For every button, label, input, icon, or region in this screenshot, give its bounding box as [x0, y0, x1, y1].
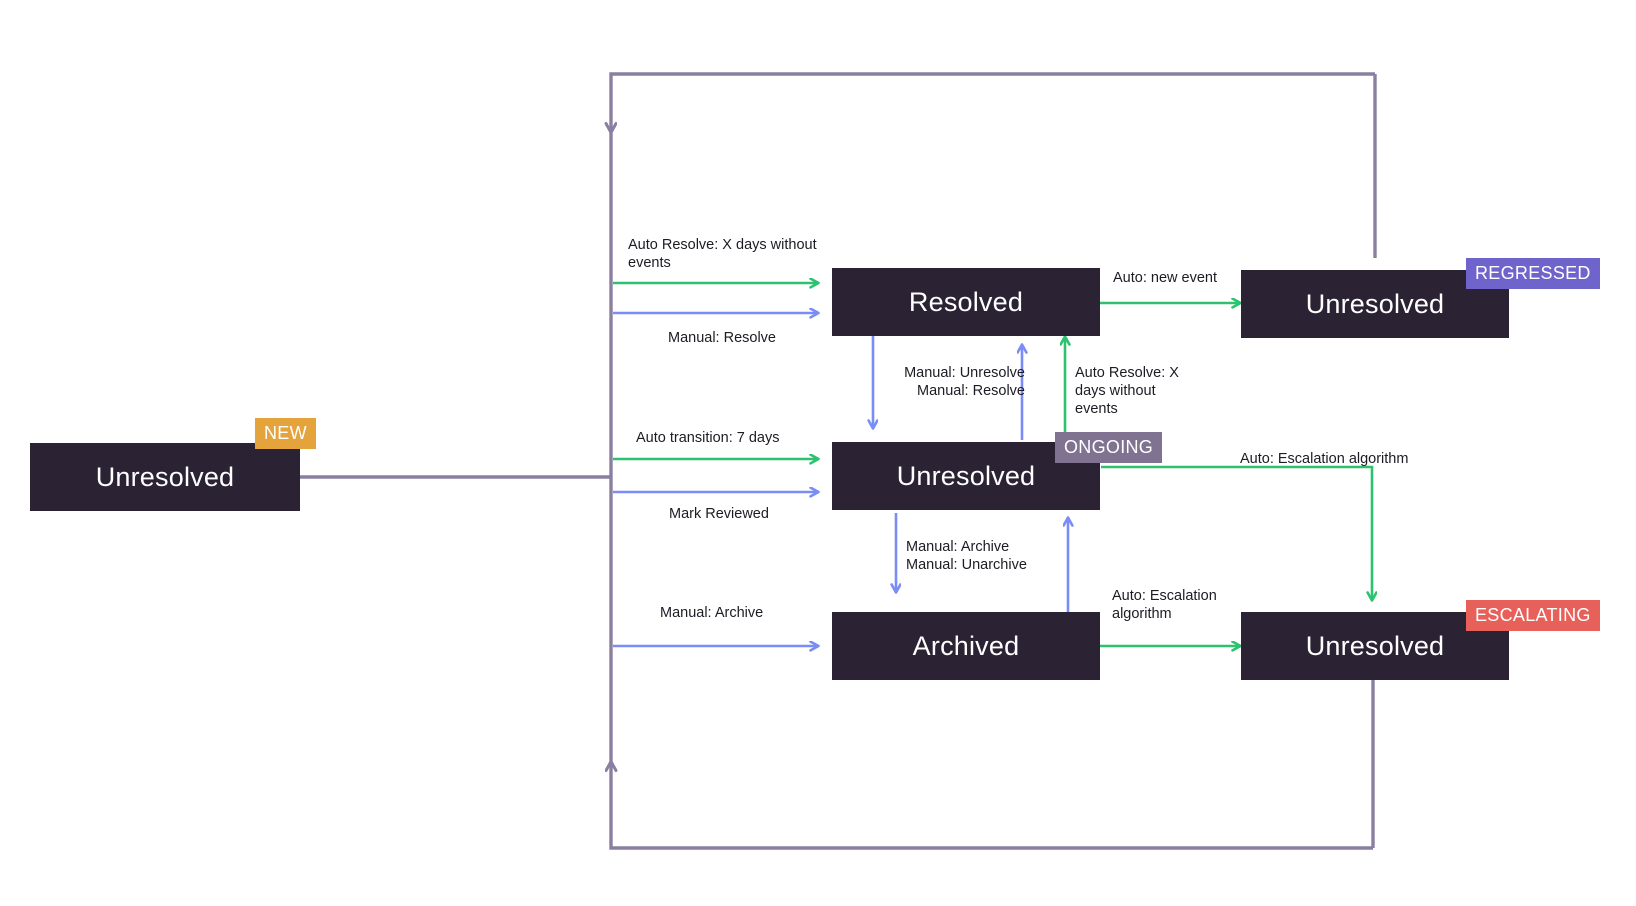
node-resolved[interactable]: Resolved [832, 268, 1100, 336]
badge-label: ESCALATING [1475, 605, 1591, 625]
node-archived[interactable]: Archived [832, 612, 1100, 680]
edge-label-manual-resolve: Manual: Resolve [668, 330, 776, 346]
node-unresolved-regressed[interactable]: Unresolved [1241, 270, 1509, 338]
status-badge-regressed: REGRESSED [1466, 258, 1600, 289]
edge-new-to-spine [300, 132, 613, 762]
edge-label-auto-transition-7-days: Auto transition: 7 days [636, 430, 780, 446]
node-label: Unresolved [896, 460, 1036, 491]
node-label: Resolved [908, 286, 1024, 317]
edge-auto-escalation-top [1101, 465, 1372, 600]
status-badge-ongoing: ONGOING [1055, 432, 1163, 463]
node-label: Unresolved [1305, 630, 1445, 661]
node-unresolved-new[interactable]: Unresolved [30, 443, 300, 511]
node-label: Archived [912, 630, 1020, 661]
edge-label-mark-reviewed: Mark Reviewed [669, 506, 769, 522]
edge-label-manual-archive-unarchive: Manual: Archive Manual: Unarchive [906, 539, 1027, 573]
loop-regressed-to-spine [611, 72, 1377, 258]
edge-label-auto-new-event: Auto: new event [1113, 270, 1217, 286]
edge-label-auto-escalation-bottom: Auto: Escalation algorithm [1112, 588, 1217, 622]
badge-label: NEW [264, 423, 307, 443]
badge-label: REGRESSED [1475, 263, 1591, 283]
edge-label-auto-resolve-days-stacked: Auto Resolve: X days without events [1075, 365, 1179, 417]
edge-label-auto-resolve-days: Auto Resolve: X days without events [628, 237, 817, 271]
badge-label: ONGOING [1064, 437, 1154, 457]
edge-label-manual-unresolve-resolve: Manual: Unresolve Manual: Resolve [904, 365, 1025, 399]
status-badge-escalating: ESCALATING [1466, 600, 1600, 631]
edge-label-manual-archive: Manual: Archive [660, 605, 764, 621]
node-unresolved-escalating[interactable]: Unresolved [1241, 612, 1509, 680]
node-label: Unresolved [1305, 288, 1445, 319]
edge-label-auto-escalation-top: Auto: Escalation algorithm [1240, 451, 1409, 467]
status-badge-new: NEW [255, 418, 316, 449]
node-label: Unresolved [95, 461, 235, 492]
